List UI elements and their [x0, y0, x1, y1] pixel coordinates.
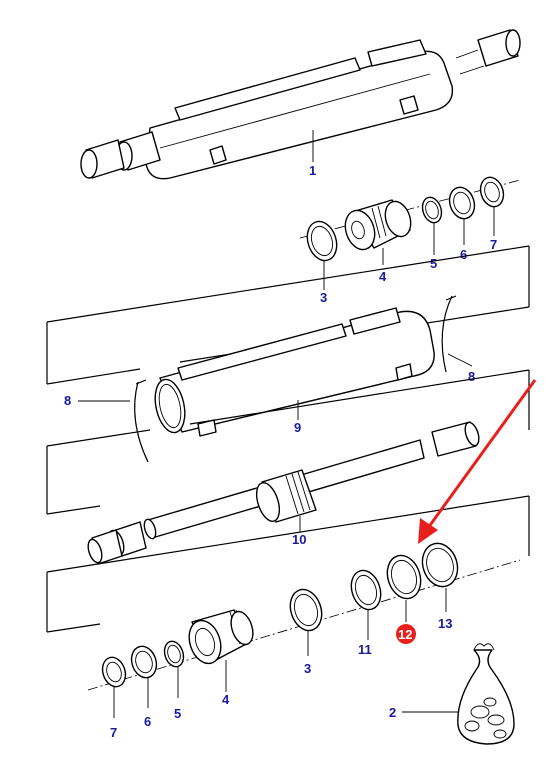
callout-9: 9 [294, 420, 301, 435]
part-8-circlip-right[interactable] [441, 295, 457, 373]
panel-frame-lower [46, 495, 530, 633]
callout-8-left: 8 [64, 393, 71, 408]
callout-1: 1 [309, 163, 316, 178]
callout-4-lower: 4 [222, 692, 230, 707]
callout-4-upper: 4 [379, 269, 387, 284]
callout-12: 12 [398, 627, 412, 642]
callout-2: 2 [389, 705, 396, 720]
part-1-cylinder-assembly[interactable] [80, 29, 521, 180]
panel-frame-upper [46, 245, 530, 385]
part-4-piston-lower[interactable] [184, 609, 257, 668]
callout-7-lower: 7 [110, 725, 117, 740]
callout-3-lower: 3 [304, 661, 311, 676]
part-12-seal-ring-highlighted[interactable] [382, 551, 426, 603]
part-2-parts-bag[interactable] [457, 643, 515, 745]
part-7-ring-upper[interactable] [477, 174, 507, 209]
part-6-ring-lower[interactable] [128, 643, 161, 681]
part-11-seal-ring[interactable] [347, 567, 386, 614]
callout-6-lower: 6 [144, 714, 151, 729]
callout-13: 13 [438, 616, 452, 631]
part-5-ring-lower[interactable] [161, 639, 186, 669]
part-3-seal-ring-upper[interactable] [303, 218, 342, 265]
callout-6-upper: 6 [460, 247, 467, 262]
callout-3-upper: 3 [320, 290, 327, 305]
callout-8-right: 8 [468, 369, 475, 384]
part-4-piston-upper[interactable] [341, 198, 415, 253]
callout-7-upper: 7 [490, 237, 497, 252]
part-5-ring-upper[interactable] [419, 195, 444, 225]
callout-12-badge[interactable]: 12 [396, 624, 416, 644]
part-3-seal-ring-lower[interactable] [285, 585, 327, 634]
part-7-ring-lower[interactable] [99, 654, 129, 689]
part-6-ring-upper[interactable] [446, 184, 479, 222]
callout-11: 11 [358, 642, 372, 657]
part-10-piston-rod[interactable] [86, 421, 482, 565]
callout-10: 10 [292, 532, 306, 547]
part-9-barrel-tube[interactable] [151, 307, 435, 437]
part-13-ring[interactable] [417, 539, 463, 591]
highlight-arrow [418, 379, 537, 544]
callout-5-lower: 5 [174, 706, 181, 721]
panel-frame-middle [46, 369, 530, 515]
callout-5-upper: 5 [430, 256, 437, 271]
part-8-circlip-left[interactable] [134, 379, 149, 463]
